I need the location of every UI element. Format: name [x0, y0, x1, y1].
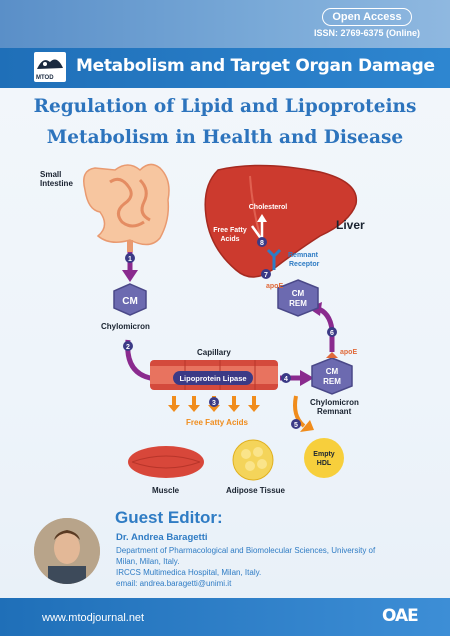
lipoprotein-lipase-label: Lipoprotein Lipase: [179, 374, 246, 383]
capillary-label: Capillary: [197, 348, 231, 357]
journal-logo: MTOD: [34, 52, 66, 82]
step-7: 7: [264, 272, 268, 279]
editor-affiliation-2: Milan, Milan, Italy.: [116, 557, 180, 566]
step-6: 6: [330, 330, 334, 337]
cm-label: CM: [122, 296, 138, 307]
cholesterol-label: Cholesterol: [249, 204, 288, 211]
small-intestine-illustration: [83, 163, 170, 252]
step-markers: [123, 237, 337, 429]
empty-hdl-l1: Empty: [313, 451, 335, 458]
liver-illustration: [204, 164, 358, 278]
apoe-label-lower: apoE: [340, 349, 358, 356]
chylomicron-remnant-l1: Chylomicron: [310, 398, 359, 407]
empty-hdl-circle: [304, 438, 344, 478]
cm-rem-upper-l1: CM: [292, 289, 305, 298]
step-2: 2: [126, 344, 130, 351]
publisher-logo: OAE: [382, 606, 419, 626]
cover-title-line-2: Metabolism in Health and Disease: [46, 127, 404, 148]
cm-rem-lower-l1: CM: [326, 367, 339, 376]
editor-affiliation-3: IRCCS Multimedica Hospital, Milan, Italy…: [116, 568, 262, 577]
journal-url[interactable]: www.mtodjournal.net: [42, 612, 145, 624]
liver-ffa-l2: Acids: [220, 236, 239, 243]
editor-affiliation-1: Department of Pharmacological and Biomol…: [116, 546, 376, 555]
chylomicron-label: Chylomicron: [101, 322, 150, 331]
apoe-label-upper: apoE: [266, 283, 284, 290]
muscle-illustration: [128, 446, 204, 478]
logo-icon: [37, 59, 63, 69]
muscle-label: Muscle: [152, 486, 180, 495]
fatty-acid-arrows: [168, 396, 260, 412]
editor-email[interactable]: email: andrea.baragetti@unimi.it: [116, 579, 232, 588]
remnant-receptor-icon: [266, 248, 282, 270]
liver-label: Liver: [336, 218, 365, 232]
chylomicron-remnant-l2: Remnant: [317, 407, 352, 416]
cm-rem-upper-l2: REM: [289, 299, 307, 308]
remnant-receptor-l1: Remnant: [288, 252, 318, 259]
cm-hexagon: [113, 283, 147, 316]
capillary-illustration: [150, 360, 278, 390]
step-4: 4: [284, 376, 288, 383]
cm-rem-lower-l2: REM: [323, 377, 341, 386]
small-intestine-label: Small Intestine: [40, 170, 73, 188]
step-5: 5: [294, 422, 298, 429]
issn: ISSN: 2769-6375 (Online): [313, 28, 420, 38]
journal-title: Metabolism and Target Organ Damage: [76, 56, 435, 76]
editor-name: Dr. Andrea Baragetti: [116, 532, 208, 543]
open-access-badge: Open Access: [322, 8, 412, 26]
footer-bar: [0, 598, 450, 636]
adipose-illustration: [232, 439, 274, 481]
step-1: 1: [128, 256, 132, 263]
free-fatty-acids-label: Free Fatty Acids: [186, 418, 248, 427]
cover-title-line-1: Regulation of Lipid and Lipoproteins: [33, 96, 417, 117]
editor-photo: [34, 518, 100, 584]
guest-editor-heading: Guest Editor:: [115, 508, 223, 527]
empty-hdl-l2: HDL: [317, 460, 332, 467]
logo-text: MTOD: [36, 75, 54, 81]
cm-rem-hexagon-lower: [311, 357, 353, 395]
adipose-label: Adipose Tissue: [226, 486, 285, 495]
step-3: 3: [212, 400, 216, 407]
step-8: 8: [260, 240, 264, 247]
journal-title-bar: [0, 48, 450, 88]
remnant-receptor-l2: Receptor: [289, 261, 320, 268]
cm-rem-hexagon-upper: [277, 279, 319, 317]
liver-ffa-l1: Free Fatty: [213, 227, 247, 234]
arrow-5: [293, 395, 306, 428]
